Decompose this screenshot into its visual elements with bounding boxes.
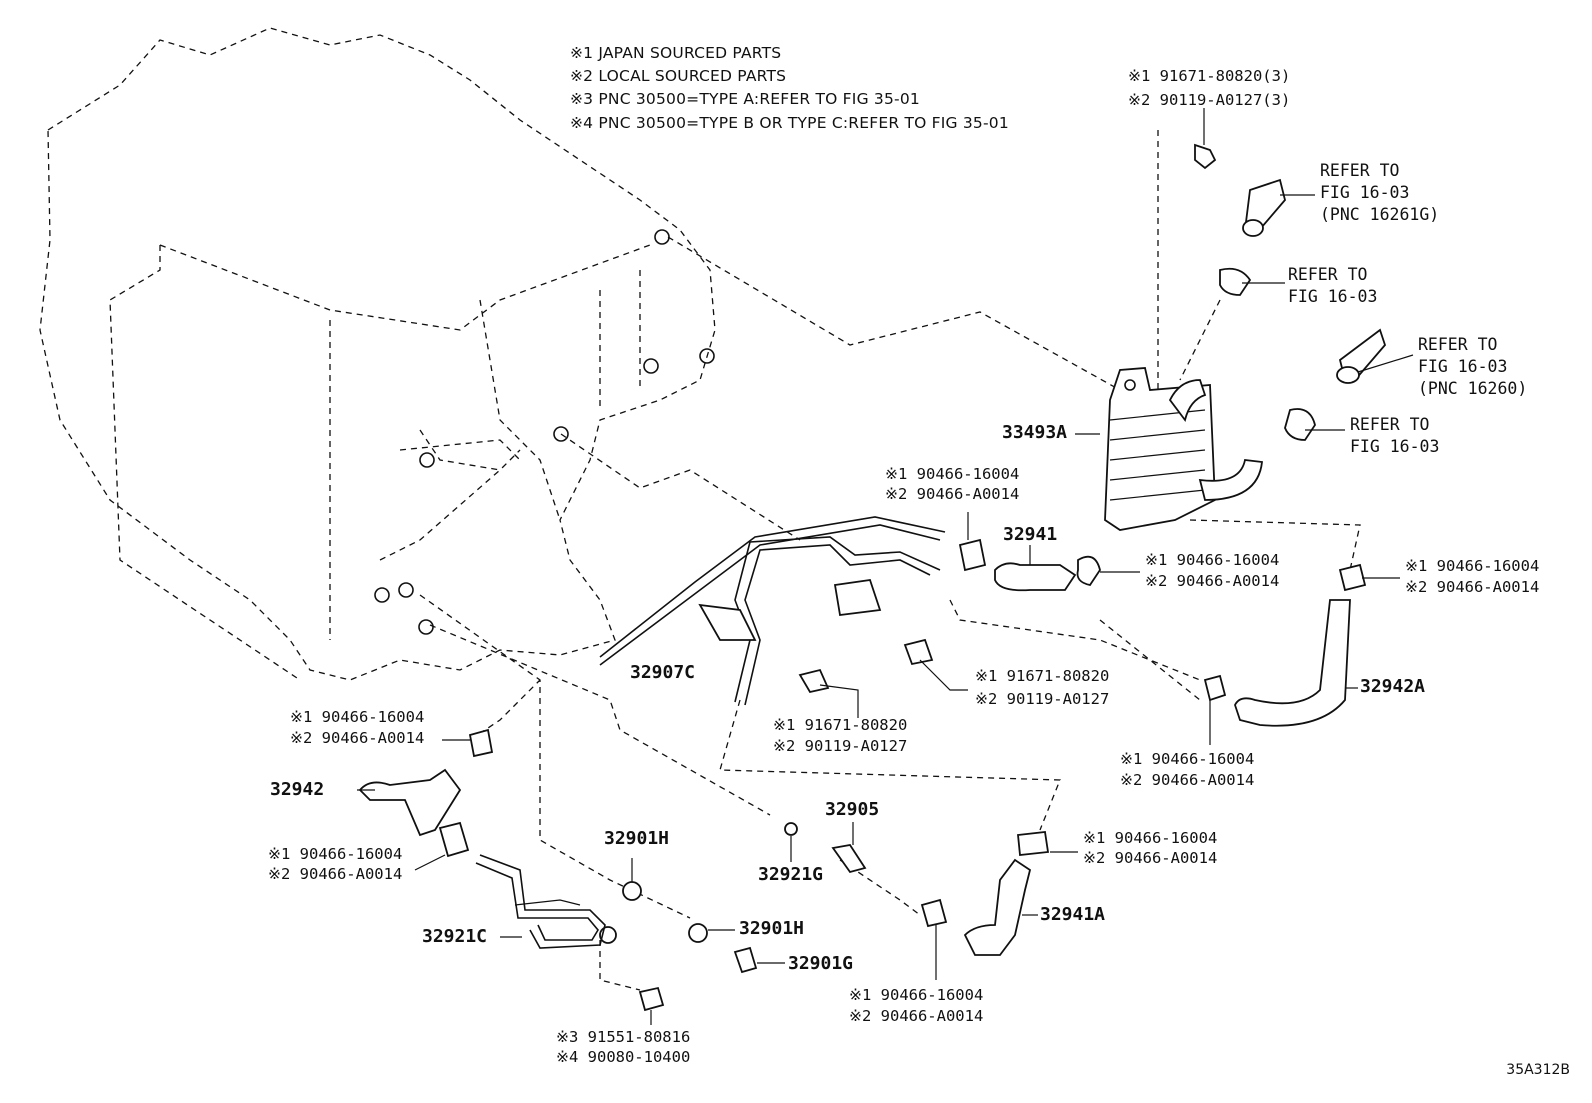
callout-bolt-top-l2: ※2 90119-A0127(3): [1128, 91, 1291, 109]
part-label-32907c: 32907C: [630, 662, 696, 683]
callout-clamp-e-l1: ※1 90466-16004: [1120, 750, 1255, 768]
callout-clamp-b-l2: ※2 90466-A0014: [1145, 572, 1280, 590]
callout-clamp-b-l1: ※1 90466-16004: [1145, 551, 1280, 569]
legend-note-1: ※1 JAPAN SOURCED PARTS: [570, 44, 782, 62]
callout-clamp-g-l2: ※2 90466-A0014: [268, 865, 403, 883]
legend-note-2: ※2 LOCAL SOURCED PARTS: [570, 67, 787, 85]
callout-bolt-low-l1: ※1 91671-80820: [773, 716, 908, 734]
callout-clamp-d-l1: ※1 90466-16004: [290, 708, 425, 726]
part-label-32941a: 32941A: [1040, 904, 1106, 925]
callout-clamp-e-l2: ※2 90466-A0014: [1120, 771, 1255, 789]
callout-clamp-a-l2: ※2 90466-A0014: [885, 485, 1020, 503]
callout-bolt-bottom-l1: ※3 91551-80816: [556, 1028, 691, 1046]
callout-clamp-f-l1: ※1 90466-16004: [1083, 829, 1218, 847]
callout-clamp-g-l1: ※1 90466-16004: [268, 845, 403, 863]
part-label-32905: 32905: [825, 799, 880, 820]
part-label-32942: 32942: [270, 779, 325, 800]
part-label-32942a: 32942A: [1360, 676, 1426, 697]
part-label-32921c: 32921C: [422, 926, 488, 947]
transmission-housing: [39, 27, 716, 681]
part-label-32901g: 32901G: [788, 953, 854, 974]
callout-bolt-bottom-l2: ※4 90080-10400: [556, 1048, 691, 1066]
callout-leaders: [357, 108, 1414, 1025]
callout-clamp-d-l2: ※2 90466-A0014: [290, 729, 425, 747]
legend-note-3: ※3 PNC 30500=TYPE A:REFER TO FIG 35-01: [570, 90, 920, 108]
callout-bolt-top-l1: ※1 91671-80820(3): [1128, 67, 1291, 85]
callout-clamp-f-l2: ※2 90466-A0014: [1083, 849, 1218, 867]
refer-note-pnc-16260: REFER TO FIG 16-03 (PNC 16260): [1418, 335, 1528, 398]
callout-clamp-h-l2: ※2 90466-A0014: [849, 1007, 984, 1025]
callout-bolt-low-l2: ※2 90119-A0127: [773, 737, 908, 755]
part-label-32921g: 32921G: [758, 864, 824, 885]
hardware: [438, 143, 1367, 1012]
refer-note-fig-16-03-a: REFER TO FIG 16-03: [1288, 265, 1378, 306]
refer-note-pnc-16261g: REFER TO FIG 16-03 (PNC 16261G): [1320, 161, 1440, 224]
figure-code: 35A312B: [1506, 1062, 1570, 1078]
oil-tube-assembly: [599, 516, 946, 706]
refer-note-fig-16-03-b: REFER TO FIG 16-03: [1350, 415, 1440, 456]
part-label-32941: 32941: [1003, 524, 1058, 545]
pipe-32921c: [475, 854, 606, 949]
callout-bolt-mid-l2: ※2 90119-A0127: [975, 690, 1110, 708]
callout-clamp-a-l1: ※1 90466-16004: [885, 465, 1020, 483]
callout-clamp-c-l1: ※1 90466-16004: [1405, 557, 1540, 575]
part-label-32901h-lower: 32901H: [739, 918, 805, 939]
callout-bolt-mid-l1: ※1 91671-80820: [975, 667, 1110, 685]
hoses: [358, 178, 1387, 956]
oil-cooler: [1104, 367, 1263, 531]
legend-note-4: ※4 PNC 30500=TYPE B OR TYPE C:REFER TO F…: [570, 114, 1009, 132]
callout-clamp-h-l1: ※1 90466-16004: [849, 986, 984, 1004]
part-label-33493a: 33493A: [1002, 422, 1068, 443]
part-label-32901h-upper: 32901H: [604, 828, 670, 849]
callout-clamp-c-l2: ※2 90466-A0014: [1405, 578, 1540, 596]
